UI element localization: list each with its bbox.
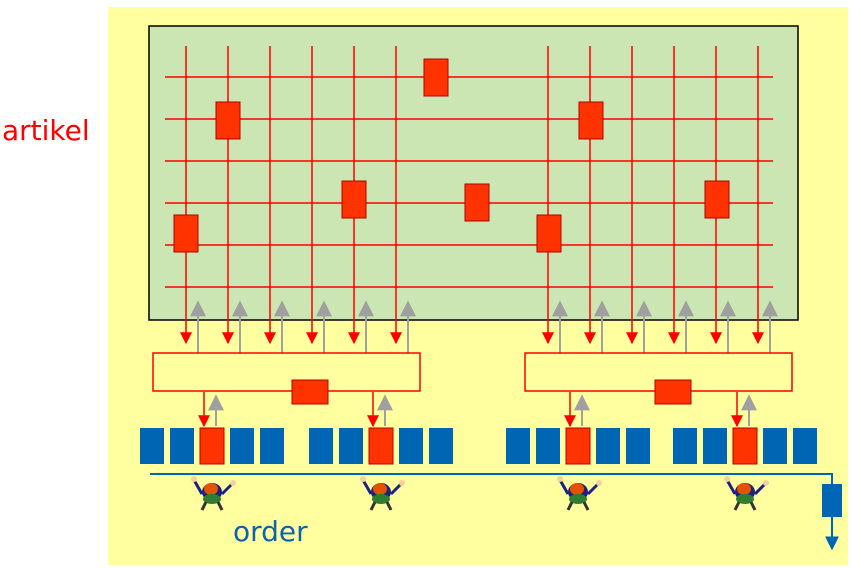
buffer-box [152,352,421,392]
pick-station [673,392,817,512]
order-bin [339,428,363,464]
article-box [341,180,367,219]
order-bin [230,428,254,464]
buffer-article [654,379,692,405]
order-bin [429,428,453,464]
order-label: order [233,515,308,548]
article-box [215,101,241,140]
outgoing-order-bin [822,484,842,517]
order-bin [140,428,164,464]
order-bin [596,428,620,464]
article-box [464,183,490,222]
pick-station [506,392,650,512]
order-bin [673,428,697,464]
article-box [578,101,604,140]
order-bin [793,428,817,464]
picked-article-bin [732,427,758,465]
pick-station [140,392,284,512]
buffers [152,352,793,405]
picked-article-bin [565,427,591,465]
order-bin [309,428,333,464]
article-box [423,58,449,97]
picked-article-bin [368,427,394,465]
picked-article-bin [199,427,225,465]
article-box [173,214,199,253]
order-bin [506,428,530,464]
order-bin [399,428,423,464]
order-bin [170,428,194,464]
artikel-label: artikel [2,114,90,147]
order-conveyor [150,473,833,486]
pick-stations [140,392,817,512]
order-bin [536,428,560,464]
article-box [704,180,730,219]
article-box [536,214,562,253]
storage-area [148,25,799,321]
order-bin [703,428,727,464]
pick-station [309,392,453,512]
order-bin [763,428,787,464]
buffer-article [291,379,329,405]
order-bin [260,428,284,464]
storage-articles [173,58,730,253]
order-bin [626,428,650,464]
